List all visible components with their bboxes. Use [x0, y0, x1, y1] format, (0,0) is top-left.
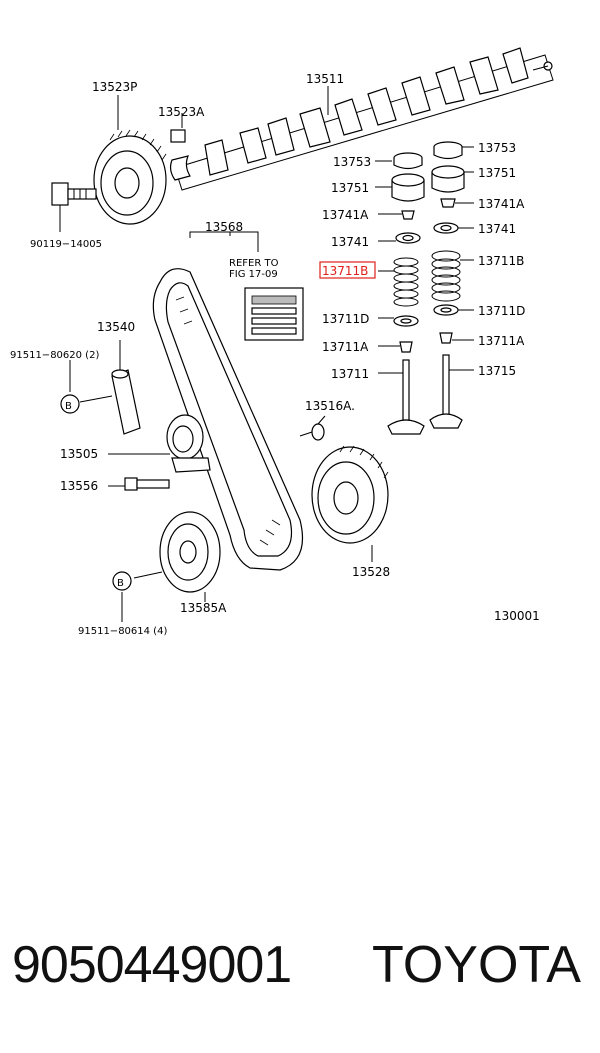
label-13711A-right: 13711A: [478, 334, 525, 348]
label-13523A: 13523A: [158, 105, 205, 119]
parts-diagram: 13523P 13523A 13511 90119−14005 13753 13…: [10, 47, 554, 637]
label-13585A: 13585A: [180, 601, 227, 615]
label-13711A-left: 13711A: [322, 340, 369, 354]
label-13516A: 13516A.: [305, 399, 355, 413]
label-13751-right: 13751: [478, 166, 516, 180]
pulley-13585A: [159, 511, 221, 593]
figure-reference: 130001: [494, 609, 540, 623]
idler-bolt: [124, 477, 170, 491]
label-91511-80614: 91511−80614 (4): [78, 626, 167, 637]
label-13715: 13715: [478, 364, 516, 378]
camshaft: [169, 47, 554, 191]
crank-pulley: [311, 445, 389, 544]
idler-pulley: [166, 414, 211, 473]
label-13568: 13568: [205, 220, 243, 234]
label-13753-left: 13753: [333, 155, 371, 169]
leader-lines: [69, 86, 474, 622]
label-13556: 13556: [60, 479, 98, 493]
label-13711B-right: 13711B: [478, 254, 524, 268]
callout-b-lower: [112, 571, 132, 591]
label-13741-right: 13741: [478, 222, 516, 236]
callout-b-upper: [60, 394, 80, 414]
valve-stack-left: [387, 152, 425, 435]
label-90119-14005: 90119−14005: [30, 239, 102, 250]
timing-belt: [152, 268, 304, 571]
label-13523P: 13523P: [92, 80, 137, 94]
label-13711D-left: 13711D: [322, 312, 369, 326]
label-13741-left: 13741: [331, 235, 369, 249]
pulley-bolt: [51, 182, 97, 232]
label-13711B-highlighted: 13711B: [322, 264, 368, 278]
label-13741A-left: 13741A: [322, 208, 369, 222]
label-13511: 13511: [306, 72, 344, 86]
callout-b-upper-letter: B: [65, 401, 72, 412]
brand-name: TOYOTA: [372, 936, 581, 994]
label-13528: 13528: [352, 565, 390, 579]
refer-figure-box: [244, 287, 304, 341]
label-13751-left: 13751: [331, 181, 369, 195]
washer: [311, 423, 325, 441]
part-number: 9050449001: [12, 936, 292, 994]
label-13741A-right: 13741A: [478, 197, 525, 211]
refer-to-line1: REFER TO: [229, 258, 279, 269]
label-91511-80620: 91511−80620 (2): [10, 350, 99, 361]
label-13711: 13711: [331, 367, 369, 381]
label-13505: 13505: [60, 447, 98, 461]
label-13540: 13540: [97, 320, 135, 334]
label-13753-right: 13753: [478, 141, 516, 155]
highlight-box: [319, 261, 376, 279]
tensioner: [111, 340, 141, 435]
footer: 9050449001 TOYOTA: [0, 935, 600, 1015]
label-13711D-right: 13711D: [478, 304, 525, 318]
camshaft-pulley: [93, 129, 186, 225]
callout-b-lower-letter: B: [117, 578, 124, 589]
valve-stack-right: [429, 141, 465, 429]
belt-label-bracket: [189, 231, 259, 252]
refer-to-line2: FIG 17-09: [229, 269, 278, 280]
